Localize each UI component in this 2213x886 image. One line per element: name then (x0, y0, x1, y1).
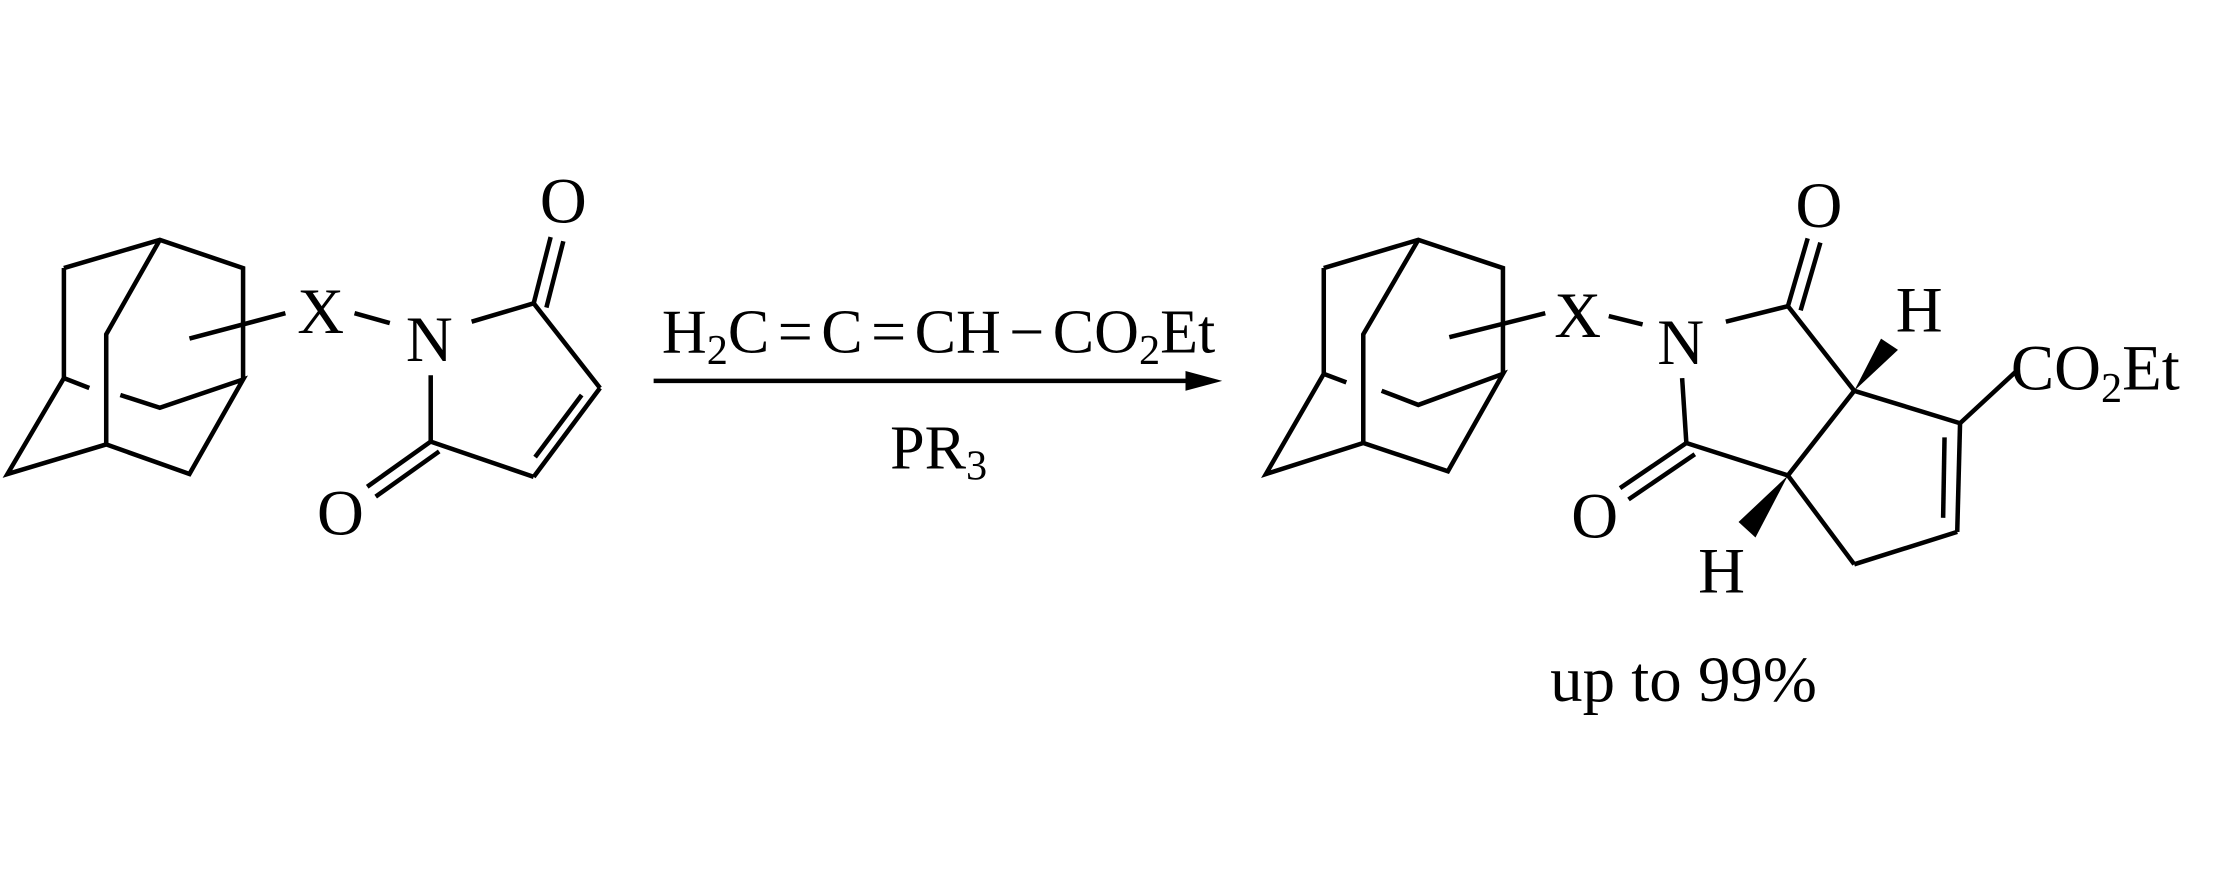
arrow-head-icon (1185, 371, 1223, 391)
ester-group-label: CO2Et (2011, 332, 2180, 412)
adamantane-cage (1261, 237, 1546, 478)
wedge-bond-bottom (1738, 475, 1788, 538)
yield-label: up to 99% (1550, 644, 1817, 716)
hydrogen-top-label: H (1896, 274, 1943, 346)
oxygen-top-label: O (540, 166, 587, 238)
hydrogen-bottom-label: H (1698, 535, 1745, 607)
oxygen-bottom-label: O (317, 478, 364, 550)
wedge-bond-top (1854, 338, 1898, 391)
oxygen-top-label: O (1796, 170, 1843, 242)
reactant-molecule: X N O O (2, 166, 602, 550)
reagent-phosphine: PR3 (890, 414, 987, 489)
nitrogen-label: N (406, 304, 453, 376)
bicyclic-bonds (1608, 237, 2019, 567)
maleimide-bonds (353, 236, 602, 499)
adamantane-cage (2, 237, 286, 478)
reaction-arrow (653, 371, 1223, 391)
product-molecule: X N O O H H CO2Et up to 99% (1261, 170, 2180, 716)
oxygen-bottom-label: O (1571, 480, 1618, 552)
reagent-allenoate: H2C=C=CH−CO2Et (662, 299, 1215, 374)
linker-x-label: X (297, 276, 344, 348)
linker-x-label: X (1554, 280, 1601, 352)
nitrogen-label: N (1657, 307, 1704, 379)
